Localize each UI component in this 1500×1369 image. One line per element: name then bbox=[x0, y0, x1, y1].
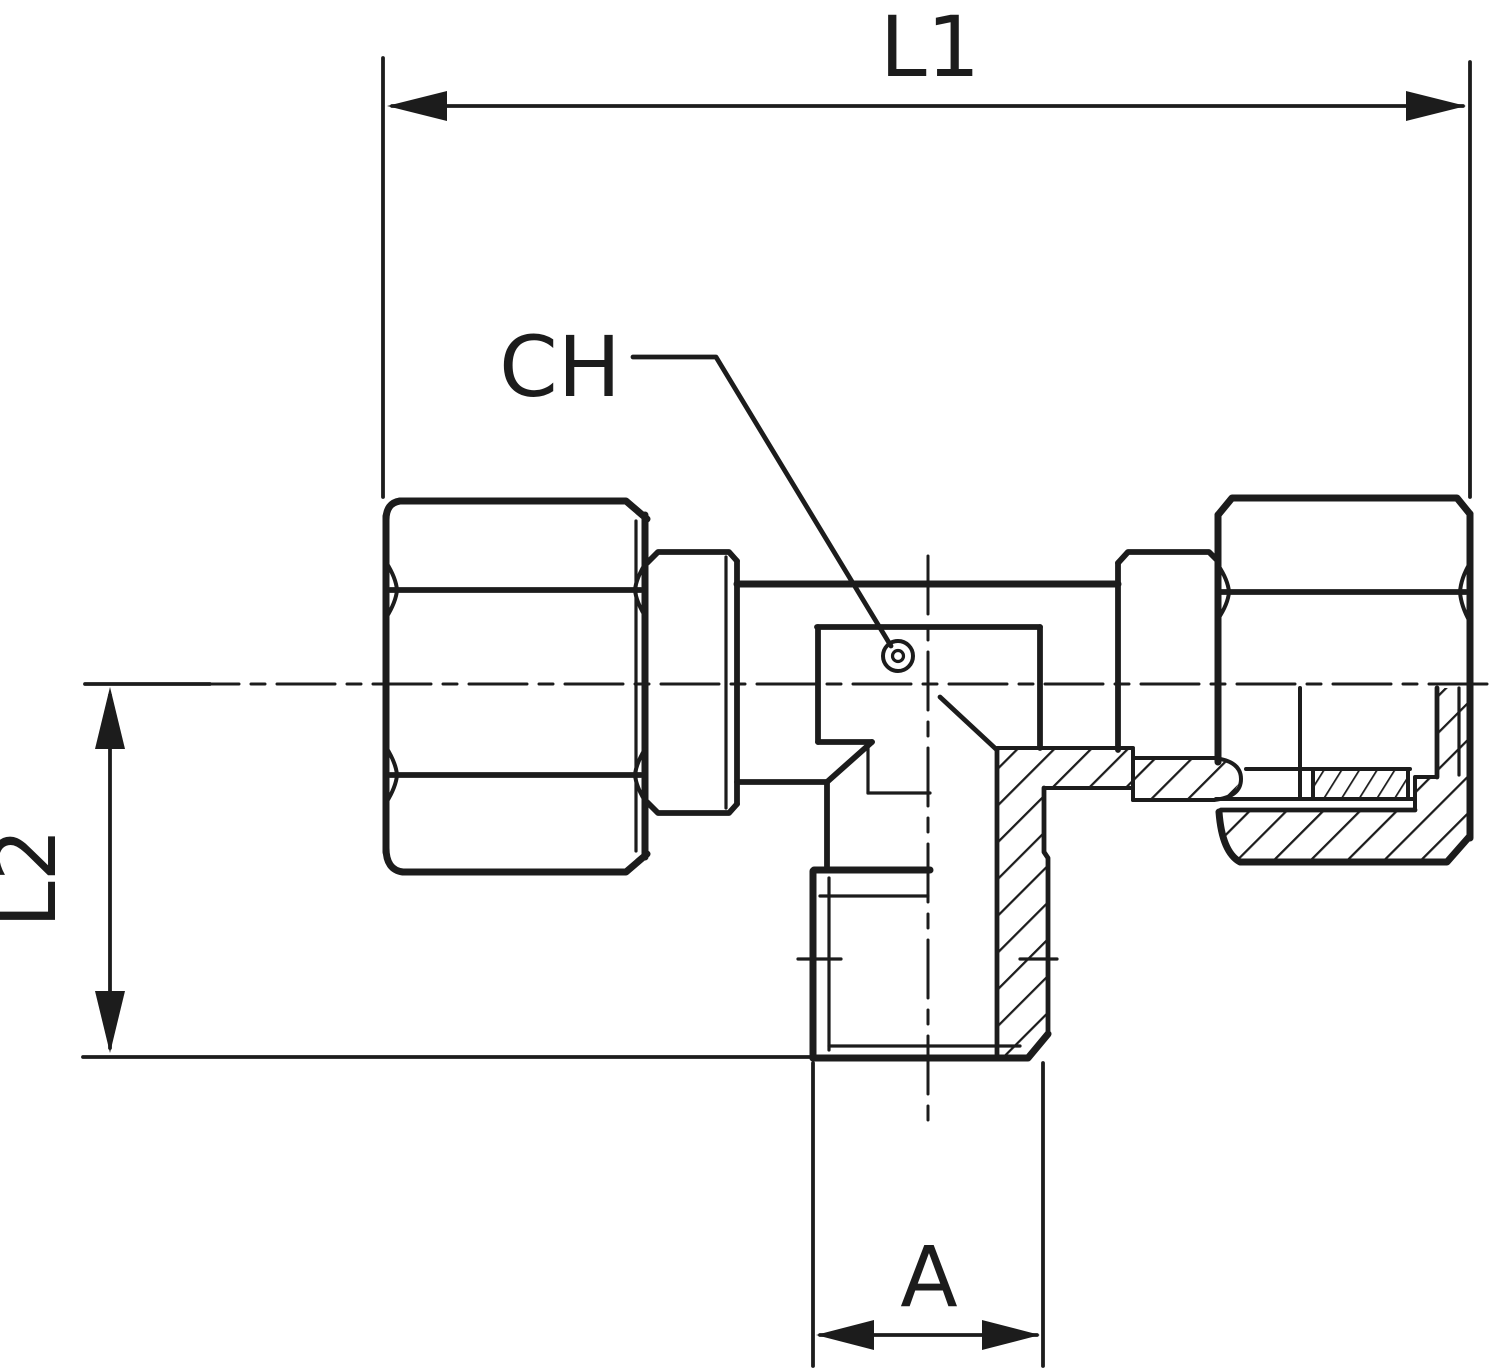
a-arrowhead-left bbox=[816, 1320, 874, 1350]
l1-label: L1 bbox=[880, 0, 980, 96]
a-label: A bbox=[900, 1228, 957, 1326]
bottom-stud bbox=[796, 785, 1059, 1062]
ch-leader-line bbox=[630, 354, 894, 649]
ch-label: CH bbox=[499, 318, 621, 416]
body-section-break bbox=[937, 694, 1000, 753]
a-arrowhead-right bbox=[982, 1320, 1040, 1350]
dimension-a: A bbox=[811, 1061, 1045, 1368]
ch-leader-target-outer bbox=[881, 639, 915, 673]
nipple-nose bbox=[1212, 756, 1243, 802]
section-internals bbox=[995, 686, 1417, 802]
body bbox=[733, 580, 1122, 1061]
ch-leader-target-inner bbox=[890, 648, 906, 664]
hatch-right-nut-wall bbox=[1219, 688, 1470, 862]
left-nut-bottom-edge bbox=[399, 850, 651, 876]
l1-arrowhead-right bbox=[1406, 91, 1466, 121]
right-nut-chamfer-leaf-2 bbox=[1458, 561, 1472, 624]
stud-right-edge bbox=[1041, 785, 1051, 1037]
left-collar-bottom bbox=[644, 799, 740, 816]
left-nut-top-corner bbox=[382, 497, 404, 524]
dimension-l2: L2 bbox=[0, 682, 815, 1059]
hatch-body-branch-wall bbox=[997, 748, 1133, 1058]
right-nut-bottom-edge bbox=[1215, 808, 1473, 866]
left-nut-chamfer-leaf-2 bbox=[384, 745, 399, 805]
left-nut-chamfer-leaf-1 bbox=[384, 560, 399, 620]
left-nut-chamfer-leaf-4 bbox=[633, 747, 647, 803]
left-collar-top bbox=[644, 549, 740, 566]
l2-arrowhead-bottom bbox=[95, 991, 125, 1053]
l2-label: L2 bbox=[0, 828, 75, 928]
left-nut-bottom-corner bbox=[382, 844, 407, 876]
stud-bottom-edge bbox=[809, 1030, 1052, 1062]
hatch-ferrule bbox=[1313, 769, 1408, 799]
l2-arrowhead-top bbox=[95, 687, 125, 749]
left-collar bbox=[644, 549, 740, 816]
section-hatching bbox=[997, 688, 1470, 1058]
body-hex-chamfer bbox=[824, 739, 875, 785]
left-nut bbox=[382, 497, 651, 876]
centerlines bbox=[83, 554, 1499, 1129]
right-nut-top-edge bbox=[1214, 494, 1474, 519]
right-collar bbox=[1115, 549, 1221, 753]
right-nut bbox=[1214, 494, 1474, 866]
left-nut-chamfer-leaf-3 bbox=[633, 562, 647, 618]
l1-arrowhead-left bbox=[387, 91, 447, 121]
dimension-l1: L1 bbox=[381, 0, 1472, 499]
ch-callout: CH bbox=[499, 318, 915, 673]
left-nut-top-edge bbox=[396, 497, 651, 523]
right-nut-chamfer-leaf-1 bbox=[1216, 563, 1231, 621]
right-collar-top bbox=[1115, 549, 1221, 566]
hatch-body-nipple bbox=[1133, 758, 1241, 800]
